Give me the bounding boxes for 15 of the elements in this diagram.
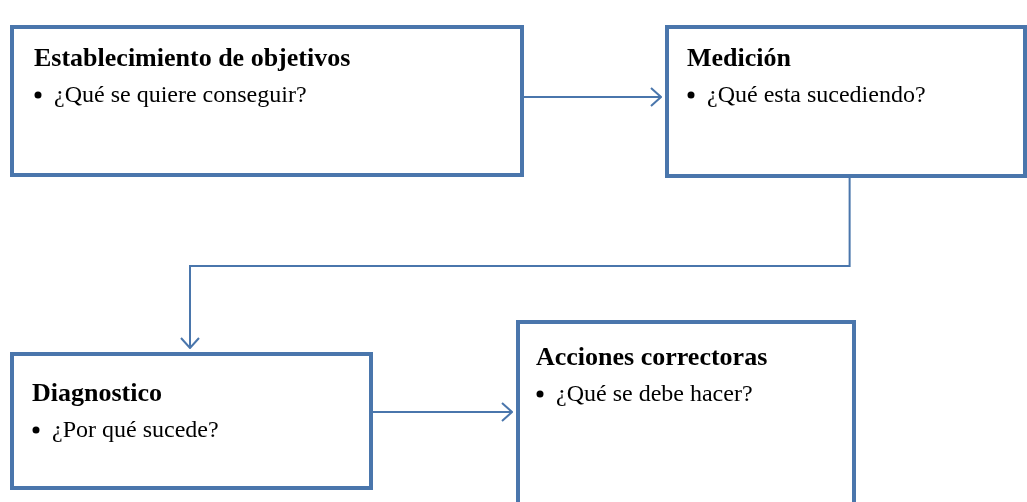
arrow — [523, 87, 662, 107]
box-heading: Diagnostico — [32, 378, 163, 408]
bullet-item: ¿Qué esta sucediendo? — [707, 81, 926, 108]
arrow — [180, 177, 851, 349]
box-heading: Medición — [687, 43, 792, 73]
process-box — [10, 25, 524, 177]
bullet-item: ¿Qué se debe hacer? — [556, 380, 753, 407]
bullet-item: ¿Por qué sucede? — [52, 416, 219, 443]
process-box — [665, 25, 1027, 178]
box-heading: Establecimiento de objetivos — [34, 43, 352, 73]
process-box — [10, 352, 373, 490]
box-heading: Acciones correctoras — [536, 342, 769, 372]
process-box — [516, 320, 856, 502]
arrow — [372, 402, 513, 422]
bullet-item: ¿Qué se quiere conseguir? — [54, 81, 307, 108]
